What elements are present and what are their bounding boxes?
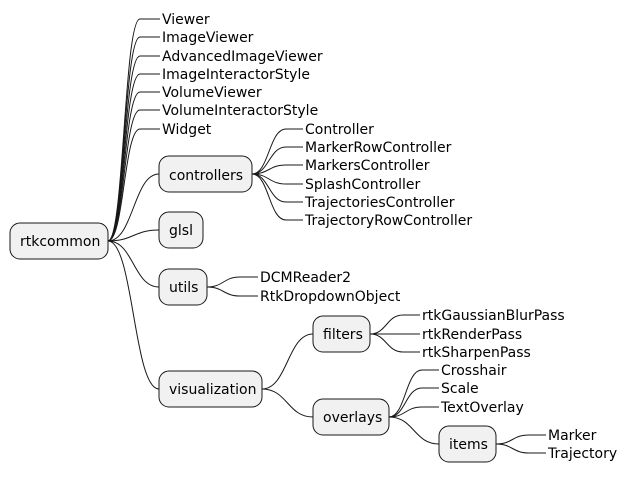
utils-node-label: utils bbox=[169, 280, 198, 296]
overlays-node-box bbox=[312, 398, 390, 436]
root-node-label: rtkcommon bbox=[20, 234, 100, 250]
glsl-node-box bbox=[158, 211, 204, 249]
root-connector-9 bbox=[107, 240, 160, 288]
leaf-imageviewer: ImageViewer bbox=[162, 30, 254, 46]
overlays-connector-0 bbox=[388, 369, 439, 418]
leaf-rtksharpenpass: rtkSharpenPass bbox=[422, 345, 531, 361]
leaf-crosshair: Crosshair bbox=[441, 363, 507, 379]
root-node-box bbox=[9, 222, 109, 260]
leaf-advancedimageviewer: AdvancedImageViewer bbox=[162, 49, 323, 65]
leaf-controller: Controller bbox=[305, 122, 374, 138]
leaf-viewer: Viewer bbox=[162, 12, 210, 28]
filters-node-box bbox=[312, 315, 371, 353]
root-connector-0 bbox=[107, 18, 160, 242]
leaf-trajectory: Trajectory bbox=[547, 446, 617, 462]
overlays-connector-1 bbox=[388, 387, 439, 418]
overlays-connector-3 bbox=[388, 416, 440, 445]
leaf-widget: Widget bbox=[162, 122, 212, 138]
leaf-textoverlay: TextOverlay bbox=[440, 400, 524, 416]
utils-node-box bbox=[158, 268, 208, 306]
items-node-label: items bbox=[449, 437, 488, 453]
leaf-splashcontroller: SplashController bbox=[305, 177, 421, 193]
filters-connector-0 bbox=[369, 314, 420, 335]
controllers-connector-5 bbox=[251, 173, 303, 221]
glsl-node-label: glsl bbox=[169, 223, 193, 239]
controllers-connector-0 bbox=[251, 128, 303, 175]
controllers-node-box bbox=[158, 155, 253, 193]
overlays-node-label: overlays bbox=[323, 410, 382, 426]
leaf-rtkrenderpass: rtkRenderPass bbox=[422, 327, 522, 343]
leaf-dcmreader2: DCMReader2 bbox=[260, 270, 351, 286]
root-connector-6 bbox=[107, 128, 160, 242]
utils-connector-0 bbox=[206, 276, 258, 288]
leaf-scale: Scale bbox=[441, 381, 479, 397]
root-connector-10 bbox=[107, 240, 160, 390]
controllers-connector-1 bbox=[251, 146, 303, 175]
items-node-box bbox=[438, 425, 497, 463]
leaf-markerscontroller: MarkersController bbox=[305, 158, 430, 174]
controllers-connector-2 bbox=[251, 164, 303, 175]
overlays-connector-2 bbox=[388, 406, 439, 418]
controllers-node-label: controllers bbox=[169, 168, 243, 184]
connectors bbox=[107, 18, 546, 454]
leaf-volumeinteractorstyle: VolumeInteractorStyle bbox=[162, 103, 318, 119]
visualization-connector-0 bbox=[261, 333, 314, 390]
leaf-rtkgaussianblurpass: rtkGaussianBlurPass bbox=[422, 308, 565, 324]
leaf-trajectoriescontroller: TrajectoriesController bbox=[304, 195, 455, 211]
root-connector-7 bbox=[107, 173, 160, 242]
controllers-connector-3 bbox=[251, 173, 303, 185]
visualization-connector-1 bbox=[261, 388, 314, 418]
items-connector-1 bbox=[495, 443, 546, 454]
leaf-volumeviewer: VolumeViewer bbox=[162, 85, 262, 101]
filters-connector-2 bbox=[369, 333, 420, 353]
root-connector-8 bbox=[107, 229, 160, 242]
root-connector-5 bbox=[107, 109, 160, 242]
utils-connector-1 bbox=[206, 286, 258, 297]
filters-node-label: filters bbox=[323, 327, 363, 343]
visualization-node-box bbox=[158, 370, 263, 408]
items-connector-0 bbox=[495, 434, 546, 445]
visualization-node-label: visualization bbox=[169, 382, 256, 398]
leaf-trajectoryrowcontroller: TrajectoryRowController bbox=[304, 213, 472, 229]
leaf-rtkdropdownobject: RtkDropdownObject bbox=[260, 289, 401, 305]
leaf-imageinteractorstyle: ImageInteractorStyle bbox=[162, 67, 310, 83]
leaf-marker: Marker bbox=[548, 428, 597, 444]
leaf-markerrowcontroller: MarkerRowController bbox=[305, 140, 452, 156]
